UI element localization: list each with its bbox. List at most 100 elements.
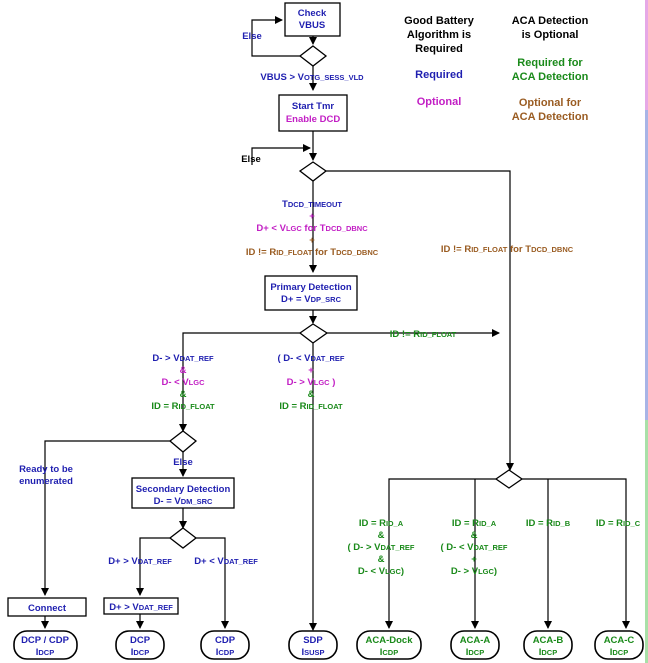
terminal-aca-b-sub: DCP (541, 648, 557, 657)
aca-dock-amp-2: & (378, 554, 385, 565)
process-boxes (7, 2, 358, 617)
terminal-aca-b-i: I (539, 647, 542, 658)
primary-detection-label: Primary Detection (270, 282, 352, 293)
legend-optional-aca-2: ACA Detection (512, 111, 589, 123)
else-label-secondary: Else (173, 457, 193, 468)
dcd-decision-diamond (298, 161, 328, 182)
check-vbus-label-2: VBUS (299, 20, 325, 31)
terminal-cdp-sub: CDP (218, 648, 234, 657)
decision-diamonds (168, 45, 524, 549)
primary-condition: D+ = VDP_SRC (281, 294, 342, 305)
id-eq-rid-float-sdp: ID = RID_FLOAT (279, 401, 343, 412)
enable-dcd-label: Enable DCD (286, 114, 341, 125)
start-tmr-box (278, 94, 348, 132)
dminus-lt-vlgc: D- < VLGC (161, 377, 205, 388)
connector-lines (41, 16, 630, 631)
check-vbus-box (284, 2, 341, 37)
aca-dock-id-rid-a: ID = RID_A (359, 518, 404, 529)
secondary-condition: D- = VDM_SRC (154, 496, 213, 507)
legend-good-battery-2: Algorithm is (407, 29, 471, 41)
vbus-condition: VBUS > VOTG_SESS_VLD (260, 72, 364, 83)
terminal-cdp-label: CDP (215, 635, 236, 646)
terminal-cdp-i: I (216, 647, 219, 658)
dcp-vdat-box-label: D+ > VDAT_REF (109, 602, 173, 613)
terminal-cdp-current: ICDP (216, 647, 234, 658)
terminal-dcp-sub: DCP (133, 648, 149, 657)
terminal-sdp-sub: SUSP (304, 648, 324, 657)
secondary-detection-label: Secondary Detection (136, 484, 231, 495)
tdcd-timeout: TDCD_TIMEOUT (282, 199, 342, 210)
legend-good-battery-3: Required (415, 43, 463, 55)
amp-3: & (308, 389, 315, 400)
aca-a-id-rid-a: ID = RID_A (452, 518, 497, 529)
legend-aca-detection-1: ACA Detection (512, 15, 589, 27)
terminal-dcp-cdp-i: I (36, 647, 39, 658)
terminal-aca-a-label: ACA-A (460, 635, 491, 646)
vbus-decision-diamond (298, 45, 328, 67)
connect-label: Connect (28, 603, 67, 614)
legend: Good Battery Algorithm is Required ACA D… (404, 15, 588, 123)
aca-a-amp: & (471, 530, 478, 541)
id-not-rid-float-right: ID != RID_FLOAT for TDCD_DBNC (441, 244, 574, 255)
terminal-aca-a-current: IDCP (466, 647, 484, 658)
primary-decision-diamond (298, 323, 329, 344)
dplus-lt-vdat-ref: D+ < VDAT_REF (194, 556, 258, 567)
id-not-rid-float-left: ID != RID_FLOAT for TDCD_DBNC (246, 247, 379, 258)
start-tmr-label: Start Tmr (292, 101, 335, 112)
terminal-dcp-cdp-current: IDCP (36, 647, 54, 658)
terminal-sdp-current: ISUSP (301, 647, 324, 658)
edge-strip-magenta (645, 0, 648, 110)
terminal-aca-a-i: I (466, 647, 469, 658)
terminal-aca-dock-i: I (380, 647, 383, 658)
plus-2: + (309, 235, 315, 246)
sdp-dminus-gt-vlgc: D- > VLGC ) (287, 377, 336, 388)
plus-3: + (308, 365, 314, 376)
terminal-sdp-i: I (301, 647, 304, 658)
terminal-dcp-label: DCP (130, 635, 151, 646)
terminal-aca-a-sub: DCP (468, 648, 484, 657)
aca-dock-dminus-gt-vdat: ( D- > VDAT_REF (347, 542, 414, 553)
terminal-aca-dock-current: ICDP (380, 647, 398, 658)
aca-dock-amp-1: & (378, 530, 385, 541)
sdp-dminus-lt-vdat: ( D- < VDAT_REF (277, 353, 344, 364)
terminal-labels: DCP / CDP IDCP DCP IDCP CDP ICDP SDP ISU… (21, 635, 634, 658)
else-label-vbus: Else (242, 31, 262, 42)
terminal-aca-c-sub: DCP (612, 648, 628, 657)
terminal-sdp (288, 630, 338, 660)
id-not-rid-float-primary: ID != RID_FLOAT (390, 329, 457, 340)
aca-a-dminus-gt-vlgc: D- > VLGC) (451, 566, 497, 577)
else-label-dcd: Else (241, 154, 261, 165)
ready-label-2: enumerated (19, 476, 73, 487)
terminal-aca-b-current: IDCP (539, 647, 557, 658)
legend-aca-detection-2: is Optional (522, 29, 579, 41)
terminal-aca-b-label: ACA-B (533, 635, 564, 646)
plus-1: + (309, 211, 315, 222)
terminal-sdp-label: SDP (303, 635, 323, 646)
dplus-vlgc-tdcd-dbnc: D+ < VLGC for TDCD_DBNC (256, 223, 368, 234)
aca-a-dminus-lt-vdat: ( D- < VDAT_REF (440, 542, 507, 553)
legend-required-aca-2: ACA Detection (512, 71, 589, 83)
dplus-gt-vdat-ref: D+ > VDAT_REF (108, 556, 172, 567)
check-vbus-label-1: Check (298, 8, 327, 19)
edge-labels: Else VBUS > VOTG_SESS_VLD Else TDCD_TIME… (19, 31, 641, 577)
terminal-aca-c-label: ACA-C (604, 635, 635, 646)
terminal-nodes (13, 630, 644, 660)
dcp-vdat-box (103, 597, 179, 615)
aca-c-id-rid-c: ID = RID_C (596, 518, 641, 529)
connect-box (7, 597, 87, 617)
aca-b-id-rid-b: ID = RID_B (526, 518, 571, 529)
edge-strip-blue (645, 110, 648, 420)
dminus-gt-vdat-ref: D- > VDAT_REF (152, 353, 214, 364)
terminal-aca-dock-label: ACA-Dock (366, 635, 414, 646)
terminal-aca-dock-sub: CDP (382, 648, 398, 657)
secondary-detection-box (131, 477, 235, 509)
edge-strip-green (645, 420, 648, 663)
amp-1: & (180, 365, 187, 376)
terminal-aca-c-i: I (610, 647, 613, 658)
terminal-dcp-current: IDCP (131, 647, 149, 658)
box-labels: Check VBUS Start Tmr Enable DCD Primary … (28, 8, 352, 614)
legend-optional: Optional (417, 96, 462, 108)
primary-detection-box (264, 275, 358, 311)
terminal-aca-c (594, 630, 644, 660)
legend-required: Required (415, 69, 463, 81)
